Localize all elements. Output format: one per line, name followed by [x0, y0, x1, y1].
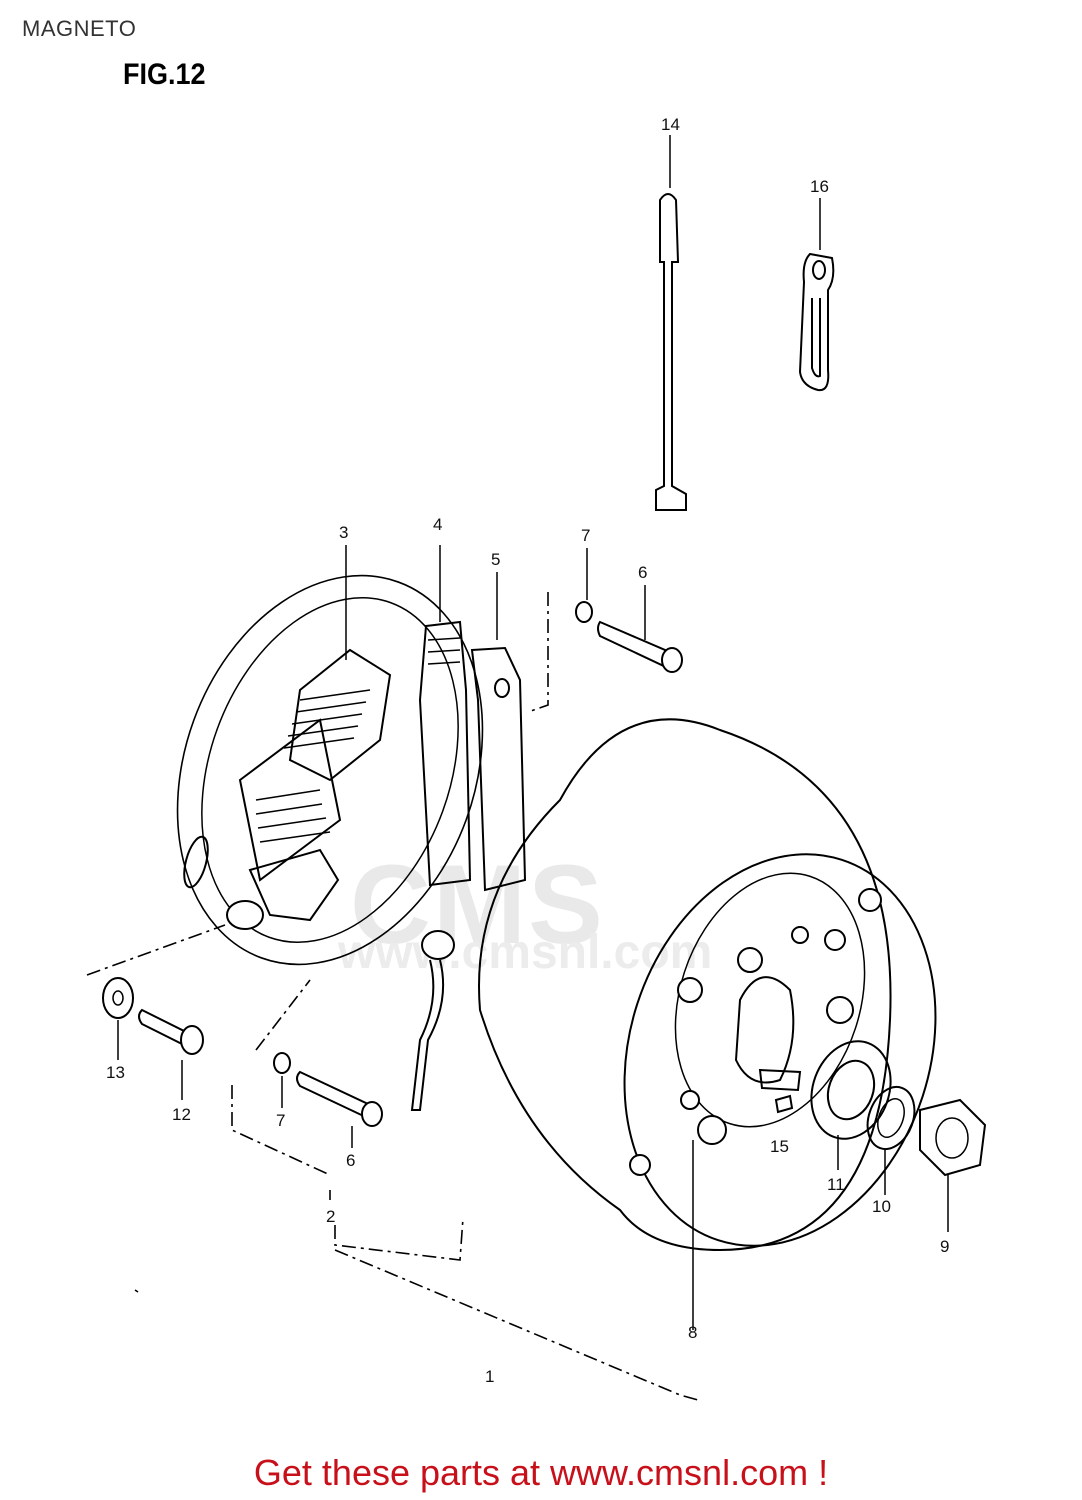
callout-5: 5 [491, 550, 500, 569]
page-title: MAGNETO [22, 16, 137, 41]
callout-16: 16 [810, 177, 829, 196]
callout-2: 2 [326, 1207, 335, 1226]
figure-label: FIG.12 [123, 58, 206, 91]
assembly-leaders [86, 924, 699, 1401]
callout-12: 12 [172, 1105, 191, 1124]
callout-15: 14 [661, 115, 680, 134]
footer-parts-link[interactable]: Get these parts at www.cmsnl.com ! [253, 1452, 829, 1493]
callout-9: 9 [940, 1237, 949, 1256]
part-6-screw[interactable] [597, 585, 683, 673]
part-5-coil[interactable] [470, 572, 527, 892]
part-7-washer-lower[interactable] [273, 1052, 291, 1108]
watermark-logo: CMS [350, 842, 605, 967]
part-7-washer[interactable] [575, 548, 593, 623]
callout-8: 8 [688, 1323, 697, 1342]
callout-11: 11 [827, 1175, 845, 1194]
stator-plate[interactable] [125, 532, 534, 1007]
part-11-washer[interactable] [798, 1030, 904, 1170]
part-13-washer[interactable] [102, 977, 134, 1060]
callout-6-lower: 6 [346, 1151, 355, 1170]
callout-7-lower: 7 [276, 1111, 285, 1130]
callout-13: 13 [106, 1063, 125, 1082]
magneto-exploded-diagram: 14 16 3 4 5 7 6 13 12 7 6 2 1 8 15 11 10… [86, 115, 987, 1401]
callout-3: 3 [339, 523, 348, 542]
callout-14: 15 [770, 1137, 789, 1156]
callout-1: 1 [485, 1367, 494, 1386]
part-3-coil[interactable] [226, 545, 392, 930]
part-6-screw-lower[interactable] [296, 1070, 383, 1148]
lead-wire [410, 959, 445, 1111]
callout-7: 7 [581, 526, 590, 545]
part-9-nut[interactable] [919, 1098, 987, 1232]
part-4-coil[interactable] [418, 545, 472, 960]
part-14-key[interactable] [774, 1094, 794, 1114]
callout-6: 6 [638, 563, 647, 582]
part-12-screw[interactable] [138, 1008, 204, 1100]
part-10-lockwasher[interactable] [859, 1080, 922, 1195]
callout-10: 10 [872, 1197, 891, 1216]
callout-4: 4 [433, 515, 442, 534]
part-16-bracket[interactable] [798, 198, 835, 392]
part-8-flywheel[interactable] [478, 718, 984, 1330]
part-15-rod[interactable] [655, 135, 687, 511]
